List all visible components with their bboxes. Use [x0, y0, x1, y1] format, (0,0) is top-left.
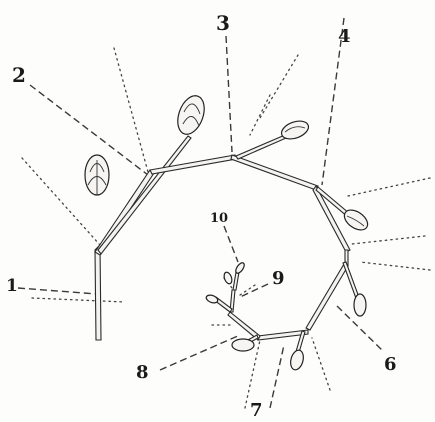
label-8: 8	[136, 362, 149, 383]
flower-buds	[85, 92, 371, 371]
bud-6	[289, 349, 306, 371]
number-labels: 1 2 3 4 6 7 8 9 10	[6, 11, 397, 421]
label-10: 10	[210, 211, 228, 226]
bud-7	[232, 339, 254, 351]
label-9: 9	[272, 268, 285, 289]
leader-1	[18, 288, 97, 294]
label-4: 4	[338, 26, 351, 47]
leader-9	[238, 284, 268, 298]
bud-8	[205, 294, 219, 305]
leader-10	[224, 226, 238, 262]
leader-7	[270, 345, 284, 408]
dotted-projection-lines	[22, 48, 430, 408]
bud-9	[223, 271, 234, 285]
label-6: 6	[384, 354, 397, 375]
leader-3	[226, 36, 232, 152]
bud-5	[354, 294, 366, 316]
bud-10	[234, 261, 246, 274]
leader-8	[160, 335, 240, 370]
label-1: 1	[6, 276, 18, 296]
bud-1	[85, 155, 109, 195]
label-7: 7	[250, 400, 263, 421]
bud-2	[173, 92, 209, 138]
label-2: 2	[12, 63, 26, 87]
label-3: 3	[216, 11, 230, 35]
